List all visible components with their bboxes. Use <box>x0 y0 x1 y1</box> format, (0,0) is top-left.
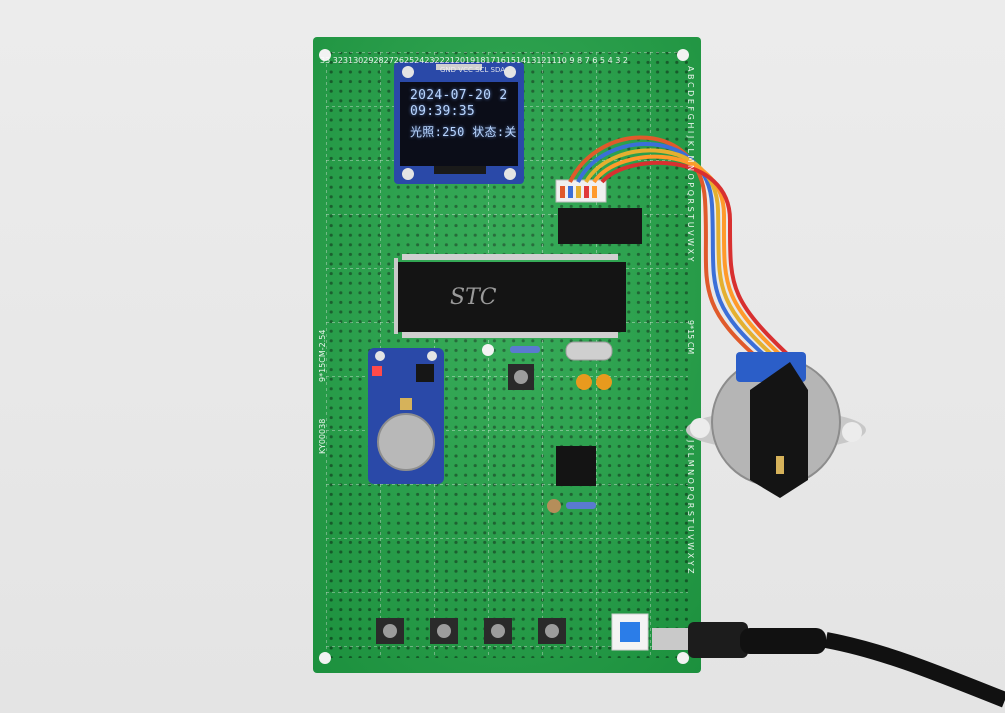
oled-header-pins: GND VCC SCL SDA <box>440 66 506 74</box>
mcu-chip-icon <box>394 254 626 338</box>
mcu-label: STC <box>450 285 497 310</box>
oled-line-2: 09:39:35 <box>410 104 476 119</box>
silk-left-code-1: 9*15CM-2.54 <box>318 329 327 382</box>
dc-jack-icon <box>652 622 1005 708</box>
rtc-battery-icon <box>368 348 444 484</box>
silk-top-numbers: 33 3231302928272625242322212019181716151… <box>320 56 628 65</box>
oled-module-icon <box>394 62 524 184</box>
driver-chip-icon <box>555 179 642 244</box>
silk-left-code-2: KY00038 <box>318 418 327 454</box>
silk-right-letters-top: A B C D E F G H I J K L M N O P Q R S T … <box>686 66 695 262</box>
oled-line-3: 光照:250 状态:关 <box>410 125 517 139</box>
oled-line-1: 2024-07-20 2 <box>410 88 508 103</box>
silk-right-code: 9*15 CM <box>686 320 695 355</box>
ribbon-wire-icon <box>568 135 802 368</box>
silk-right-letters-bottom: J K L M N O P Q R S T U V W X Y Z <box>686 440 695 574</box>
small-components-icon <box>482 341 613 513</box>
stepper-motor-icon <box>686 352 866 498</box>
push-buttons-icon <box>376 613 649 651</box>
